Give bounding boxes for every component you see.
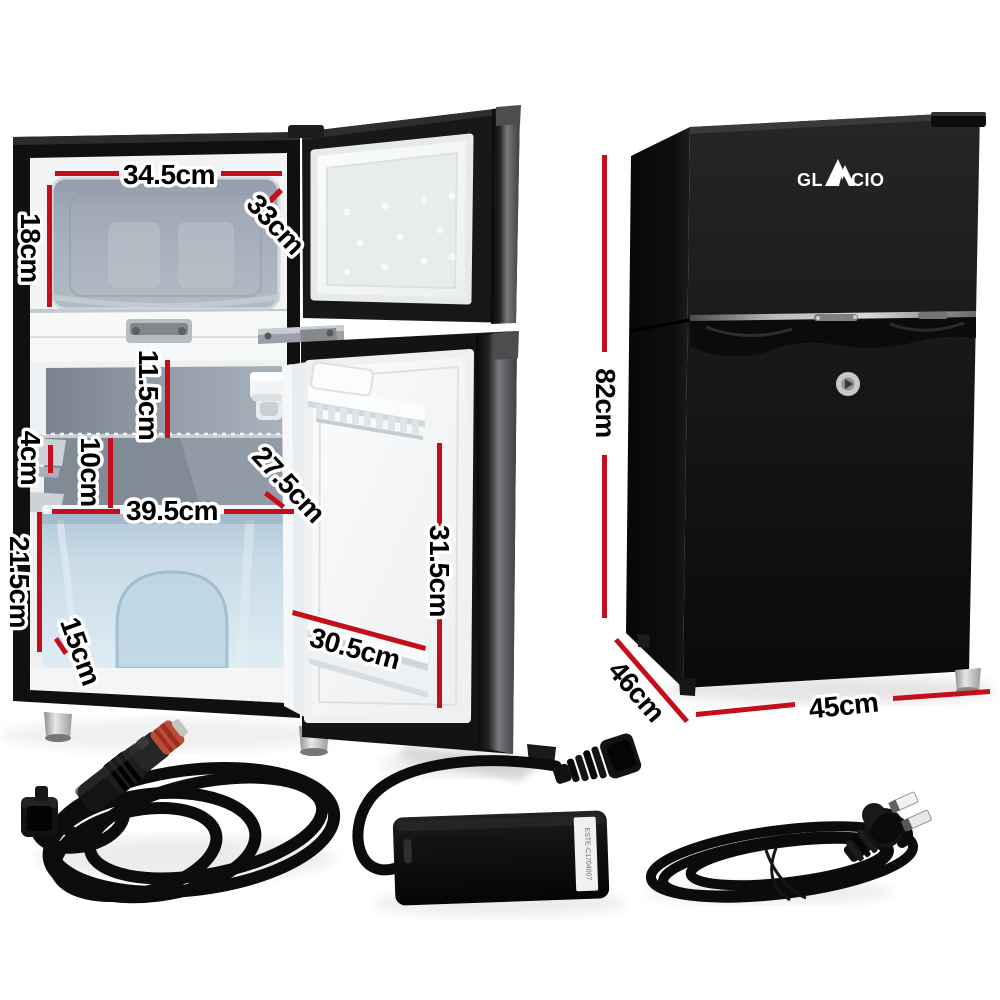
svg-text:18cm: 18cm (15, 213, 46, 283)
svg-text:82cm: 82cm (590, 368, 621, 438)
svg-text:4cm: 4cm (15, 431, 46, 486)
svg-text:11.5cm: 11.5cm (133, 350, 164, 440)
svg-text:GL: GL (797, 170, 823, 190)
svg-text:39.5cm: 39.5cm (126, 495, 218, 526)
svg-text:10cm: 10cm (75, 437, 106, 507)
svg-text:31.5cm: 31.5cm (424, 525, 455, 617)
svg-text:45cm: 45cm (807, 686, 879, 724)
svg-text:ESTE-C1704007: ESTE-C1704007 (583, 827, 592, 880)
svg-text:21.5cm: 21.5cm (4, 536, 35, 628)
svg-text:34.5cm: 34.5cm (123, 159, 215, 190)
svg-text:CIO: CIO (851, 170, 885, 190)
